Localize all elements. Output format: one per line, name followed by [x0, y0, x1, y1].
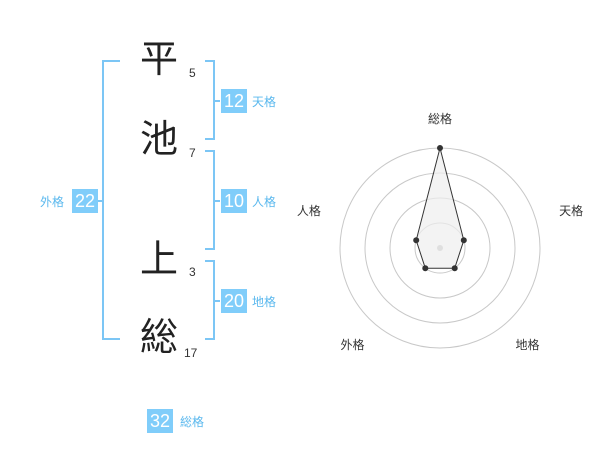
name-char-2: 池: [140, 117, 179, 161]
soukaku-label: 総格: [180, 415, 205, 429]
radar-point-4: [422, 265, 429, 272]
radar-point-3: [451, 265, 458, 272]
radar-point-2: [460, 237, 467, 244]
radar-point-1: [437, 145, 443, 151]
stroke-count-4: 17: [184, 346, 198, 360]
chikaku-tick: [215, 300, 220, 302]
soukaku-value: 32: [147, 409, 173, 433]
name-char-4: 総: [140, 315, 179, 359]
stroke-count-2: 7: [189, 146, 196, 160]
stroke-count-1: 5: [189, 66, 196, 80]
jinkaku-label: 人格: [252, 195, 277, 209]
radar-point-5: [413, 237, 420, 244]
radar-axis-label-3: 地格: [516, 337, 540, 352]
tenkaku-tick: [215, 100, 220, 102]
radar-axis-label-5: 人格: [297, 203, 321, 218]
tenkaku-label: 天格: [252, 95, 277, 109]
radar-axis-label-2: 天格: [559, 203, 583, 218]
gaikaku-bracket: [102, 60, 120, 340]
radar-axis-label-1: 総格: [428, 111, 452, 126]
radar-value-polygon: [415, 147, 465, 269]
tenkaku-value: 12: [221, 89, 247, 113]
jinkaku-tick: [215, 200, 220, 202]
gaikaku-tick: [97, 200, 102, 202]
chikaku-value: 20: [221, 289, 247, 313]
gaikaku-label: 外格: [40, 195, 65, 209]
name-char-1: 平: [140, 37, 179, 81]
jinkaku-bracket: [205, 150, 215, 250]
name-char-3: 上: [140, 237, 179, 281]
radar-axis-label-4: 外格: [340, 337, 364, 352]
stroke-count-3: 3: [189, 265, 196, 279]
chikaku-label: 地格: [252, 295, 277, 309]
chikaku-bracket: [205, 260, 215, 340]
tenkaku-bracket: [205, 60, 215, 140]
jinkaku-value: 10: [221, 189, 247, 213]
gaikaku-value: 22: [72, 189, 98, 213]
